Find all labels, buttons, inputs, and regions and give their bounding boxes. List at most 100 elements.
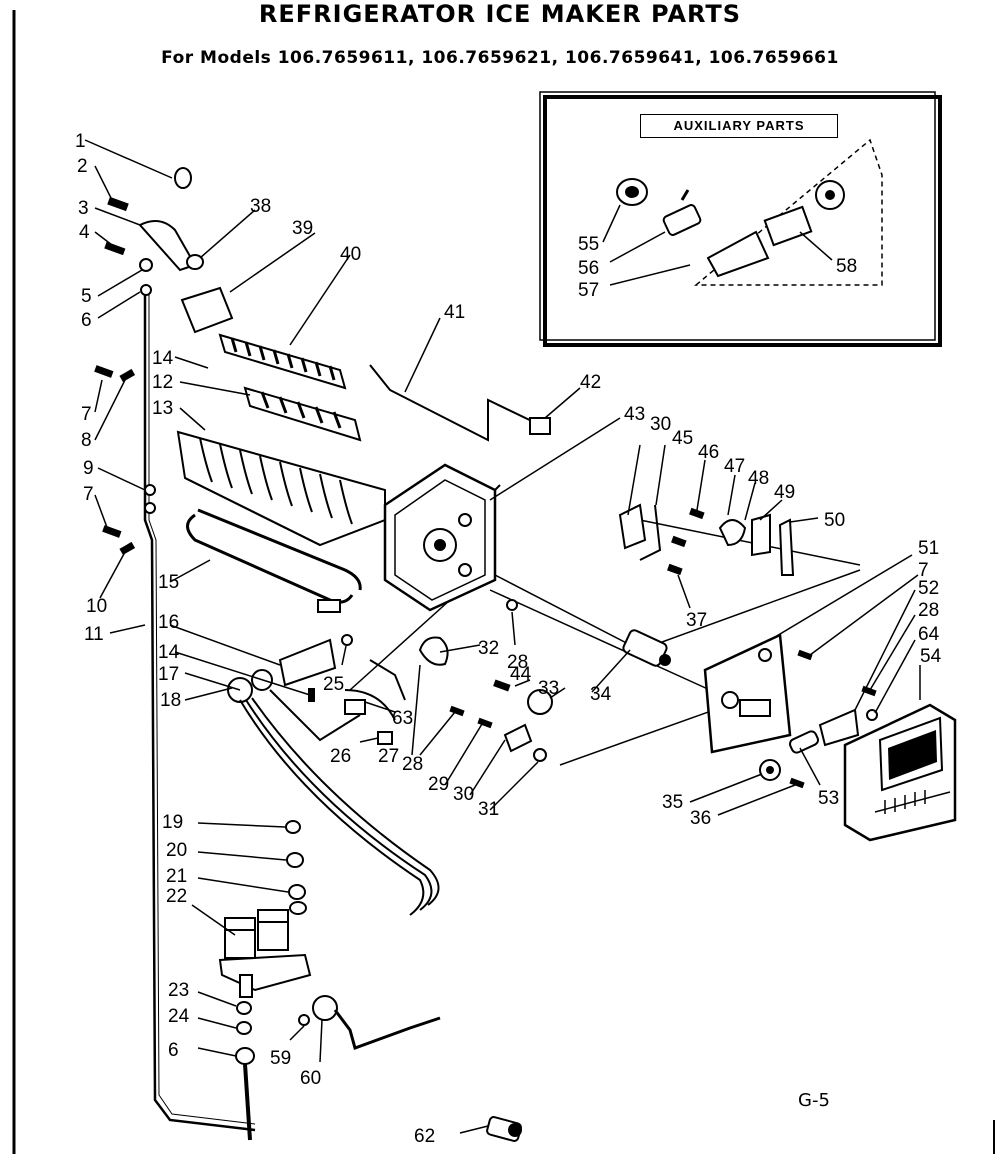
callout-number: 13 [152, 398, 173, 419]
part-39-shield [180, 286, 234, 334]
part-35-36-nut [759, 759, 805, 789]
callout-number: 7 [83, 484, 94, 505]
auxiliary-parts-label: AUXILIARY PARTS [640, 114, 838, 138]
callout-number: 25 [323, 674, 344, 695]
part-54-cover [843, 703, 957, 842]
callout-number: 40 [340, 244, 361, 265]
callout-number: 60 [300, 1068, 321, 1089]
callout-labels: 1234567897101112131415161417181920212223… [75, 131, 942, 1147]
mid-small-parts [344, 599, 671, 762]
callout-number: 31 [478, 799, 499, 820]
callout-number: 36 [690, 808, 711, 829]
callout-number: 4 [79, 222, 90, 243]
callout-number: 32 [478, 638, 499, 659]
callout-number: 28 [402, 754, 423, 775]
callout-number: 2 [77, 156, 88, 177]
callout-number: 47 [724, 456, 745, 477]
callout-number: 59 [270, 1048, 291, 1069]
callout-number: 5 [81, 286, 92, 307]
callout-number: 39 [292, 218, 313, 239]
callout-number: 45 [672, 428, 693, 449]
part-12-ejector [243, 386, 362, 442]
right-cluster-parts [618, 503, 795, 576]
callout-number: 9 [83, 458, 94, 479]
upper-left-small-parts [94, 167, 204, 555]
callout-number: 22 [166, 886, 187, 907]
part-56-valve-fitting [662, 189, 702, 236]
callout-number: 53 [818, 788, 839, 809]
callout-number: 20 [166, 840, 187, 861]
callout-number: 51 [918, 538, 939, 559]
callout-number: 64 [918, 624, 940, 645]
callout-number: 19 [162, 812, 183, 833]
page-title: REFRIGERATOR ICE MAKER PARTS [258, 0, 742, 28]
callout-number: 7 [918, 560, 929, 581]
callout-number: 16 [158, 612, 179, 633]
callout-number: 43 [624, 404, 645, 425]
callout-number: 12 [152, 372, 173, 393]
callout-number: 42 [580, 372, 601, 393]
callout-number: 62 [414, 1126, 435, 1147]
callout-leader-lines [84, 139, 921, 1134]
callout-number: 46 [698, 442, 719, 463]
callout-number: 33 [538, 678, 559, 699]
callout-number: 56 [578, 258, 599, 279]
callout-number: 18 [160, 690, 181, 711]
part-62-fitting [486, 1116, 522, 1142]
callout-number: 29 [428, 774, 449, 795]
callout-number: 30 [650, 414, 671, 435]
part-58-adapter [706, 180, 845, 278]
callout-number: 10 [86, 596, 107, 617]
callout-number: 63 [392, 708, 413, 729]
callout-number: 8 [81, 430, 92, 451]
part-40-stripper [218, 333, 347, 390]
part-60-tube-fitting [298, 995, 441, 1050]
callout-number: 21 [166, 866, 187, 887]
callout-number: 23 [168, 980, 189, 1001]
part-55-fitting [616, 178, 648, 206]
callout-number: 6 [81, 310, 92, 331]
part-mounting-plate [703, 633, 813, 754]
callout-number: 44 [510, 664, 532, 685]
callout-number: 49 [774, 482, 795, 503]
callout-number: 30 [453, 784, 474, 805]
callout-number: 26 [330, 746, 351, 767]
callout-number: 15 [158, 572, 179, 593]
callout-number: 50 [824, 510, 845, 531]
callout-number: 55 [578, 234, 599, 255]
callout-number: 28 [918, 600, 939, 621]
callout-number: 52 [918, 578, 939, 599]
callout-number: 37 [686, 610, 707, 631]
page-code: G-5 [798, 1090, 830, 1111]
part-11-water-tube [143, 290, 256, 1132]
model-list-subtitle: For Models 106.7659611, 106.7659621, 106… [161, 48, 839, 68]
part-43-motor-housing [383, 463, 501, 612]
callout-number: 41 [444, 302, 465, 323]
part-41-wire [369, 364, 551, 442]
callout-number: 57 [578, 280, 599, 301]
callout-number: 14 [158, 642, 180, 663]
callout-number: 54 [920, 646, 942, 667]
callout-number: 38 [250, 196, 271, 217]
part-16-bracket [278, 634, 353, 702]
callout-number: 24 [168, 1006, 190, 1027]
callout-number: 14 [152, 348, 174, 369]
callout-number: 1 [75, 131, 86, 152]
auxiliary-parts-box [539, 91, 942, 347]
callout-number: 11 [84, 624, 104, 645]
callout-number: 27 [378, 746, 399, 767]
callout-number: 7 [81, 404, 92, 425]
callout-number: 34 [590, 684, 612, 705]
callout-number: 28 [507, 652, 528, 673]
part-15-heater [186, 508, 362, 613]
callout-number: 48 [748, 468, 769, 489]
callout-number: 35 [662, 792, 683, 813]
part-18-wire-harness [227, 669, 440, 916]
callout-number: 58 [836, 256, 857, 277]
callout-number: 6 [168, 1040, 179, 1061]
callout-number: 17 [158, 664, 179, 685]
part-22-water-valve [218, 909, 312, 998]
part-13-ice-mold [176, 430, 386, 547]
part-52-bracket [788, 685, 878, 754]
